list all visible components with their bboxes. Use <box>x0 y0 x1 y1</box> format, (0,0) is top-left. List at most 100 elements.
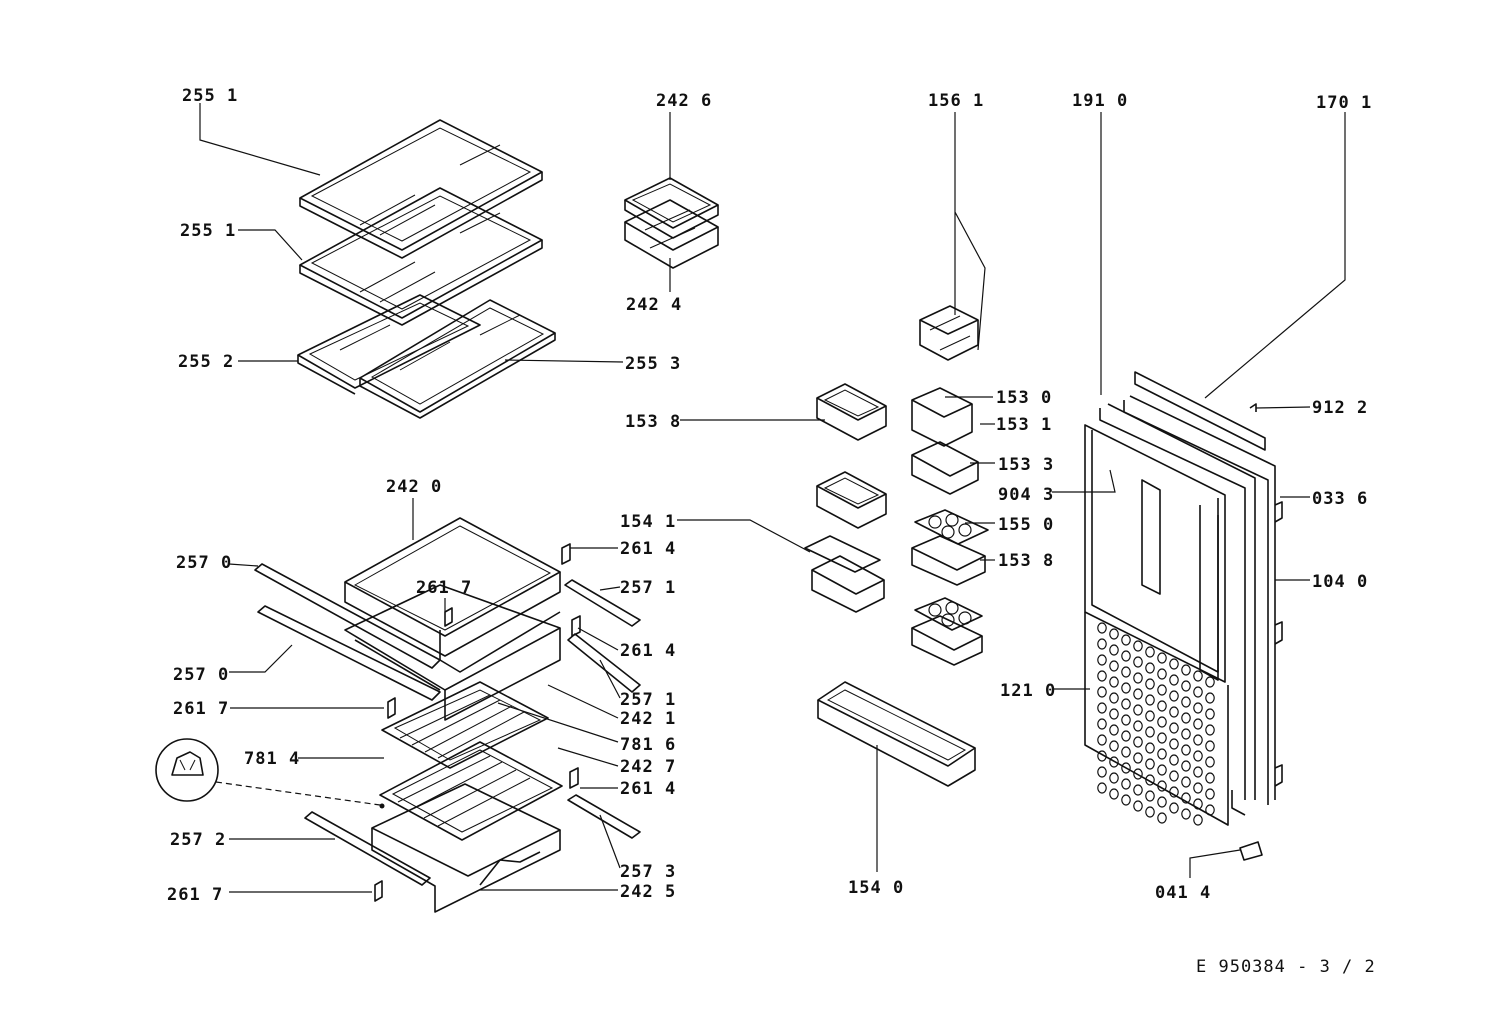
detail-circle-knob <box>155 738 385 809</box>
vent-hole <box>1169 722 1179 734</box>
vent-hole <box>1193 750 1203 762</box>
vent-hole <box>1133 640 1143 652</box>
vent-hole <box>1205 756 1215 768</box>
vent-hole <box>1205 788 1215 800</box>
vent-hole <box>1193 814 1203 826</box>
vent-hole <box>1169 706 1179 718</box>
vent-hole <box>1109 676 1119 688</box>
vent-hole <box>1121 762 1131 774</box>
vent-hole <box>1097 702 1107 714</box>
vent-hole <box>1121 666 1131 678</box>
vent-hole <box>1181 664 1191 676</box>
label-257-1-b: 257 1 <box>620 690 676 710</box>
label-257-0-a: 257 0 <box>176 553 232 573</box>
vent-hole <box>1109 628 1119 640</box>
vent-hole <box>1121 714 1131 726</box>
vent-hole <box>1145 790 1155 802</box>
label-904-3: 904 3 <box>998 485 1054 505</box>
vent-hole <box>1133 720 1143 732</box>
vent-hole <box>1133 704 1143 716</box>
label-170-1: 170 1 <box>1316 93 1372 113</box>
vent-hole <box>1133 784 1143 796</box>
label-261-4-c: 261 4 <box>620 779 676 799</box>
label-257-3: 257 3 <box>620 862 676 882</box>
label-156-1: 156 1 <box>928 91 984 111</box>
vent-hole <box>1205 804 1215 816</box>
drawer-runners <box>254 563 641 886</box>
vent-hole <box>1157 652 1167 664</box>
vent-hole <box>1145 726 1155 738</box>
vent-hole <box>1193 734 1203 746</box>
label-153-8-lower: 153 8 <box>998 551 1054 571</box>
vent-hole <box>1133 656 1143 668</box>
label-154-0: 154 0 <box>848 878 904 898</box>
vent-hole <box>1157 812 1167 824</box>
vent-hole <box>1145 774 1155 786</box>
vent-hole <box>1157 700 1167 712</box>
vent-hole <box>1121 794 1131 806</box>
label-261-7-b: 261 7 <box>173 699 229 719</box>
vent-hole <box>1133 736 1143 748</box>
label-261-4-a: 261 4 <box>620 539 676 559</box>
label-242-4: 242 4 <box>626 295 682 315</box>
vent-hole <box>1181 712 1191 724</box>
vent-hole <box>1121 778 1131 790</box>
vent-hole <box>1121 746 1131 758</box>
vent-hole <box>1169 786 1179 798</box>
vent-hole <box>1181 696 1191 708</box>
label-153-0: 153 0 <box>996 388 1052 408</box>
label-242-6: 242 6 <box>656 91 712 111</box>
vent-hole <box>1109 660 1119 672</box>
label-242-5: 242 5 <box>620 882 676 902</box>
label-261-7-a: 261 7 <box>416 578 472 598</box>
label-261-7-c: 261 7 <box>167 885 223 905</box>
vent-hole <box>1157 796 1167 808</box>
vent-hole <box>1169 754 1179 766</box>
label-041-4: 041 4 <box>1155 883 1211 903</box>
vent-hole <box>1097 718 1107 730</box>
vent-hole <box>1109 740 1119 752</box>
label-153-3: 153 3 <box>998 455 1054 475</box>
vent-hole <box>1169 690 1179 702</box>
crisper-cover-lower <box>379 741 563 841</box>
vent-hole <box>1205 708 1215 720</box>
vent-hole <box>1205 692 1215 704</box>
vent-hole <box>1145 758 1155 770</box>
label-257-2: 257 2 <box>170 830 226 850</box>
vent-hole <box>1205 772 1215 784</box>
vent-hole <box>1145 742 1155 754</box>
vent-hole <box>1181 808 1191 820</box>
vent-hole <box>1121 730 1131 742</box>
vent-hole <box>1133 688 1143 700</box>
label-255-2: 255 2 <box>178 352 234 372</box>
label-781-6: 781 6 <box>620 735 676 755</box>
label-255-1-mid: 255 1 <box>180 221 236 241</box>
vent-hole <box>1157 780 1167 792</box>
vent-hole <box>1121 650 1131 662</box>
label-781-4: 781 4 <box>244 749 300 769</box>
door-assembly <box>1084 371 1283 861</box>
vent-hole <box>1193 798 1203 810</box>
vent-hole <box>1097 654 1107 666</box>
label-033-6: 033 6 <box>1312 489 1368 509</box>
label-255-1-top: 255 1 <box>182 86 238 106</box>
vent-hole <box>1169 802 1179 814</box>
label-242-1: 242 1 <box>620 709 676 729</box>
door-bin-small-left <box>816 383 887 441</box>
vent-hole <box>1097 734 1107 746</box>
part-labels: 255 1 255 1 255 2 255 3 242 6 242 4 156 … <box>167 86 1375 977</box>
label-121-0: 121 0 <box>1000 681 1056 701</box>
vent-hole <box>1193 670 1203 682</box>
vent-hole <box>1157 732 1167 744</box>
vent-hole <box>1157 716 1167 728</box>
vent-hole <box>1097 670 1107 682</box>
label-255-3: 255 3 <box>625 354 681 374</box>
glass-shelf-split <box>297 294 556 419</box>
door-bin-flap <box>911 387 979 495</box>
vent-hole <box>1205 724 1215 736</box>
vent-hole <box>1133 752 1143 764</box>
vent-hole <box>1193 782 1203 794</box>
label-912-2: 912 2 <box>1312 398 1368 418</box>
vent-hole <box>1133 672 1143 684</box>
